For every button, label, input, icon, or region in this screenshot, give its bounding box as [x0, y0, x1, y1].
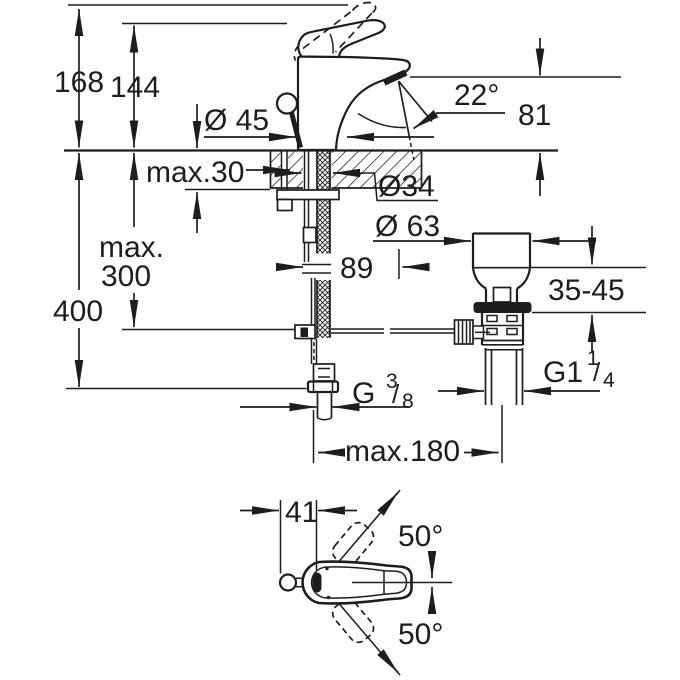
label-deck-thickness: max.30	[146, 156, 244, 189]
hose-nut	[306, 380, 340, 394]
cartridge-mark	[312, 572, 322, 593]
label-supply-thread-den: 8	[402, 390, 414, 413]
dimension-spout-height: 81	[518, 38, 551, 196]
plug-guide	[492, 286, 512, 303]
label-supply-thread-slash: /	[392, 379, 400, 409]
dimension-body-diameter: Ø 45	[204, 104, 434, 142]
countertop-section	[64, 149, 558, 190]
hose-connector	[312, 363, 336, 382]
label-swing-angle-up: 50°	[398, 520, 443, 553]
lever-handle	[297, 19, 386, 59]
dimension-overall-height: 168	[54, 9, 104, 148]
label-body-diameter: Ø 45	[204, 104, 269, 137]
label-drain-thread-slash: /	[593, 357, 601, 387]
label-supply-thread-prefix: G	[352, 377, 375, 410]
dimension-drain-thread: G1 1 / 4	[438, 347, 615, 396]
side-view: 168 144 400 max. 300 max.30 Ø 45	[53, 1, 646, 468]
label-overall-depth: 400	[53, 295, 103, 328]
drain-assembly	[453, 232, 532, 405]
dimension-hole-diameter: Ø34	[274, 168, 438, 203]
label-overall-height: 168	[54, 66, 104, 99]
label-supply-thread-num: 3	[386, 370, 398, 393]
dimension-lever-height: 144	[110, 25, 160, 148]
supply-hose	[276, 151, 340, 421]
dimension-spray-angle: 22°	[413, 79, 505, 130]
supply-tube-end	[316, 392, 333, 418]
label-lever-height: 144	[110, 71, 160, 104]
label-swing-angle-down: 50°	[398, 618, 443, 651]
label-rod-offset: 89	[340, 252, 373, 285]
drain-flange	[473, 302, 532, 313]
dimension-clamp-range: 35-45	[548, 226, 625, 353]
label-spray-angle: 22°	[454, 79, 499, 112]
dimension-drain-distance: max.180	[312, 405, 503, 468]
label-lever-offset: 41	[285, 496, 318, 529]
label-install-depth-2: 300	[101, 260, 151, 293]
pop-up-rod-knob	[275, 92, 299, 115]
label-clamp-range: 35-45	[548, 274, 625, 307]
dimension-rod-offset: 89	[276, 249, 430, 285]
top-view: 41 50° 50°	[240, 489, 452, 676]
label-drain-thread-prefix: G1	[543, 356, 583, 389]
label-drain-distance: max.180	[345, 435, 460, 468]
drain-tailpipe	[484, 348, 524, 405]
spray-angle-arc	[357, 112, 407, 129]
dimension-overall-depth: 400	[53, 153, 103, 387]
dimension-lever-offset: 41	[240, 496, 357, 574]
label-flange-diameter: Ø 63	[375, 210, 440, 243]
lever-handle-raised-dashed	[293, 1, 377, 61]
aerator	[382, 69, 408, 86]
label-install-depth-1: max.	[99, 231, 164, 264]
label-drain-thread-num: 1	[587, 347, 599, 370]
drain-plug-cap	[471, 232, 532, 268]
break-symbol	[302, 263, 331, 274]
spray-angle-lines	[397, 80, 433, 141]
pop-up-knob-plan	[278, 573, 298, 592]
rod-connector	[302, 226, 317, 244]
dimension-install-depth: max. 300	[99, 153, 164, 327]
faucet-body	[275, 1, 433, 161]
mounting-nut	[276, 198, 293, 212]
dimension-supply-thread: G 3 / 8	[240, 370, 414, 413]
reference-lines	[66, 4, 646, 390]
label-hole-diameter: Ø34	[378, 170, 435, 203]
label-drain-thread-den: 4	[603, 369, 615, 392]
dimension-flange-diameter: Ø 63	[373, 210, 596, 246]
mounting-plate	[276, 189, 340, 201]
pop-up-rod	[303, 151, 310, 262]
pop-up-linkage	[331, 328, 454, 334]
label-spout-height: 81	[518, 99, 551, 132]
